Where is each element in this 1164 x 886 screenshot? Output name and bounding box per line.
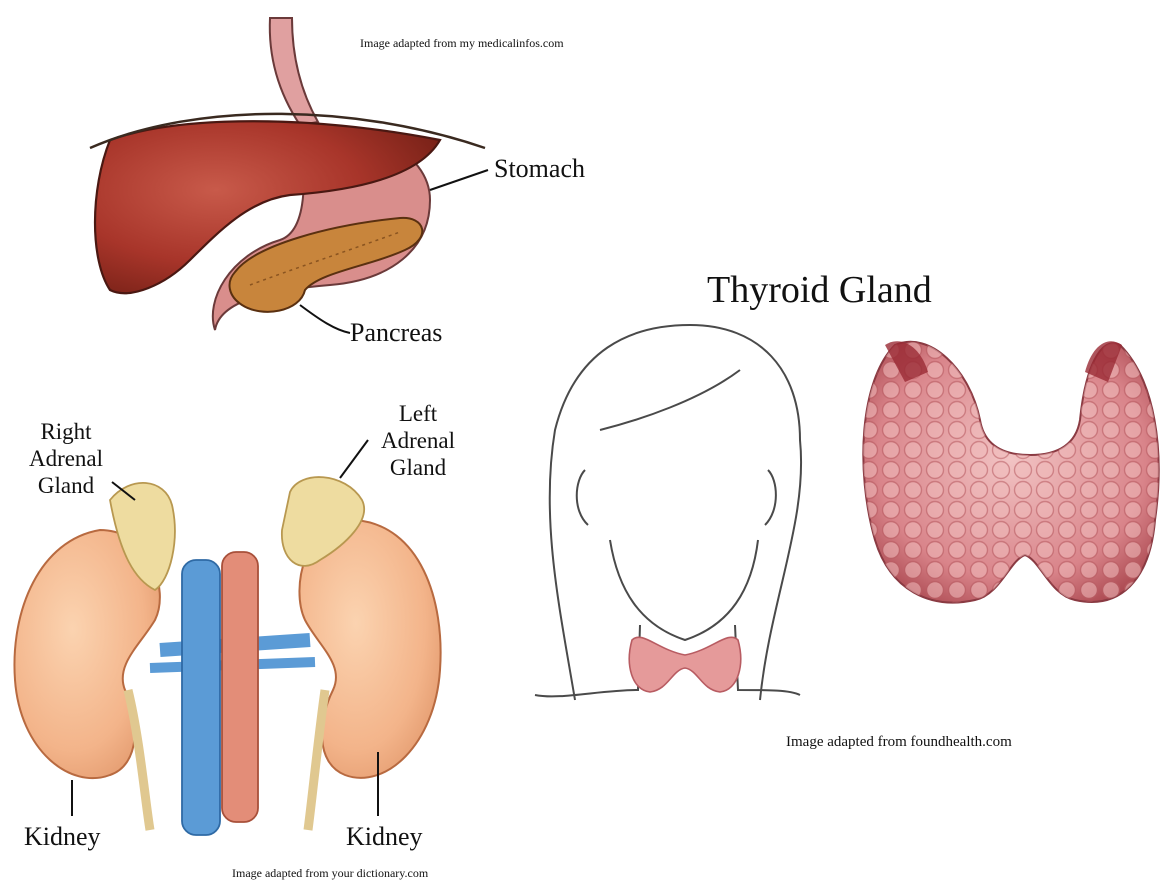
digestive-organs-illustration — [90, 18, 488, 333]
kidney-label-left: Kidney — [24, 822, 101, 853]
credit-top: Image adapted from my medicalinfos.com — [360, 36, 564, 50]
credit-bottom: Image adapted from your dictionary.com — [232, 866, 428, 880]
head-outline-illustration — [535, 325, 801, 700]
artery-shape — [222, 552, 258, 822]
kidney-label-right: Kidney — [346, 822, 423, 853]
stomach-label: Stomach — [494, 154, 585, 185]
right-adrenal-label: RightAdrenalGland — [16, 418, 116, 499]
esophagus — [270, 18, 318, 125]
thyroid-closeup-illustration — [863, 341, 1158, 602]
stomach-leader — [430, 170, 488, 190]
credit-right: Image adapted from foundhealth.com — [786, 734, 1012, 752]
vein-shape — [182, 560, 220, 835]
pancreas-label: Pancreas — [350, 318, 442, 349]
small-thyroid-shape — [629, 637, 740, 692]
pancreas-leader — [300, 305, 350, 333]
left-adrenal-label: LeftAdrenalGland — [368, 400, 468, 481]
left-adrenal-leader — [340, 440, 368, 478]
thyroid-title: Thyroid Gland — [707, 268, 932, 313]
